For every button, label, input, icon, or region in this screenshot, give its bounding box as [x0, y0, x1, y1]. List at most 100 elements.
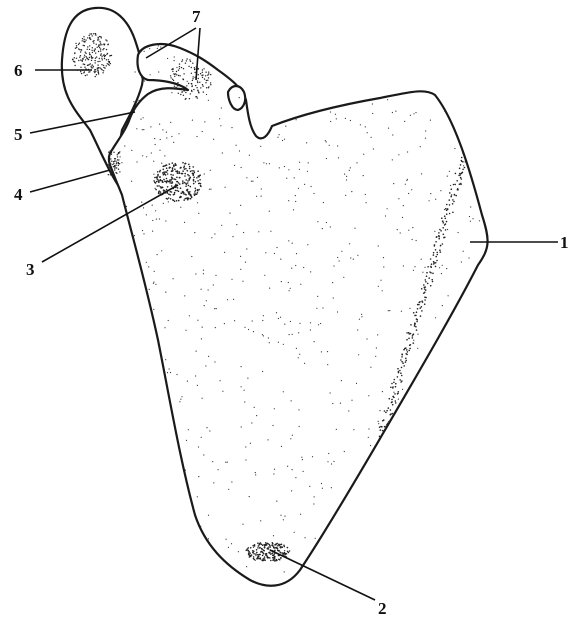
stipple-dot	[246, 566, 247, 567]
stipple-dot	[129, 242, 130, 243]
stipple-dot	[467, 152, 469, 154]
stipple-dot	[95, 71, 96, 72]
stipple-dot	[111, 317, 112, 318]
stipple-dot	[332, 59, 333, 60]
stipple-dot	[168, 408, 169, 409]
stipple-dot	[197, 97, 198, 98]
stipple-dot	[180, 207, 181, 208]
stipple-dot	[168, 465, 169, 466]
stipple-dot	[194, 67, 195, 68]
stipple-dot	[171, 583, 172, 584]
stipple-dot	[279, 134, 280, 135]
stipple-dot	[412, 227, 413, 228]
stipple-dot	[174, 76, 175, 77]
stipple-dot	[474, 322, 475, 323]
stipple-dot	[257, 542, 259, 544]
stipple-dot	[252, 320, 253, 321]
stipple-dot	[236, 224, 237, 225]
stipple-dot	[84, 55, 85, 56]
stipple-dot	[446, 221, 448, 223]
stipple-dot	[454, 148, 455, 149]
stipple-dot	[446, 213, 448, 215]
stipple-dot	[177, 187, 179, 189]
stipple-dot	[474, 505, 475, 506]
stipple-dot	[252, 181, 253, 182]
stipple-dot	[92, 47, 93, 48]
stipple-dot	[85, 75, 86, 76]
stipple-dot	[393, 183, 394, 184]
stipple-dot	[202, 72, 203, 73]
stipple-dot	[185, 183, 187, 185]
stipple-dot	[100, 67, 101, 68]
stipple-dot	[103, 65, 104, 66]
stipple-dot	[343, 74, 344, 75]
stipple-dot	[97, 64, 98, 65]
stipple-dot	[403, 467, 404, 468]
stipple-dot	[204, 121, 205, 122]
stipple-dot	[89, 45, 90, 46]
stipple-dot	[425, 138, 426, 139]
stipple-dot	[272, 559, 274, 561]
stipple-dot	[380, 426, 382, 428]
stipple-dot	[185, 163, 187, 165]
stipple-dot	[134, 235, 135, 236]
stipple-dot	[444, 111, 445, 112]
stipple-dot	[170, 372, 171, 373]
stipple-dot	[204, 173, 205, 174]
stipple-dot	[232, 236, 233, 237]
stipple-dot	[155, 188, 156, 189]
stipple-dot	[120, 156, 121, 157]
stipple-dot	[189, 315, 190, 316]
stipple-dot	[160, 438, 161, 439]
stipple-dot	[98, 45, 99, 46]
stipple-dot	[206, 87, 207, 88]
stipple-dot	[187, 182, 189, 184]
stipple-dot	[417, 308, 419, 310]
stipple-dot	[269, 288, 270, 289]
stipple-dot	[400, 359, 402, 361]
stipple-dot	[122, 498, 123, 499]
stipple-dot	[191, 86, 192, 87]
stipple-dot	[180, 510, 181, 511]
stipple-dot	[156, 219, 157, 220]
stipple-dot	[111, 172, 112, 173]
stipple-dot	[409, 308, 410, 309]
stipple-dot	[426, 275, 428, 277]
stipple-dot	[269, 103, 270, 104]
stipple-dot	[189, 59, 190, 60]
stipple-dot	[425, 279, 427, 281]
stipple-dot	[160, 191, 162, 193]
stipple-dot	[126, 416, 127, 417]
stipple-dot	[282, 140, 283, 141]
stipple-dot	[169, 181, 171, 183]
stipple-dot	[200, 185, 202, 187]
stipple-dot	[253, 331, 254, 332]
stipple-dot	[213, 583, 214, 584]
stipple-dot	[286, 553, 288, 555]
stipple-dot	[146, 569, 147, 570]
stipple-dot	[131, 310, 132, 311]
stipple-dot	[333, 77, 334, 78]
stipple-dot	[176, 200, 178, 202]
stipple-dot	[424, 303, 426, 305]
stipple-dot	[391, 399, 393, 401]
stipple-dot	[344, 451, 345, 452]
stipple-dot	[87, 65, 88, 66]
stipple-dot	[180, 196, 182, 198]
stipple-dot	[174, 477, 175, 478]
stipple-dot	[266, 544, 268, 546]
stipple-dot	[263, 99, 264, 100]
stipple-dot	[208, 100, 209, 101]
stipple-dot	[437, 254, 439, 256]
stipple-dot	[146, 262, 147, 263]
stipple-dot	[451, 194, 453, 196]
stipple-dot	[280, 557, 282, 559]
stipple-dot	[167, 181, 169, 183]
stipple-dot	[465, 142, 467, 144]
stipple-dot	[197, 180, 199, 182]
stipple-dot	[284, 550, 285, 551]
stipple-dot	[298, 357, 299, 358]
stipple-dot	[188, 83, 189, 84]
stipple-dot	[466, 155, 468, 157]
stipple-dot	[241, 366, 242, 367]
